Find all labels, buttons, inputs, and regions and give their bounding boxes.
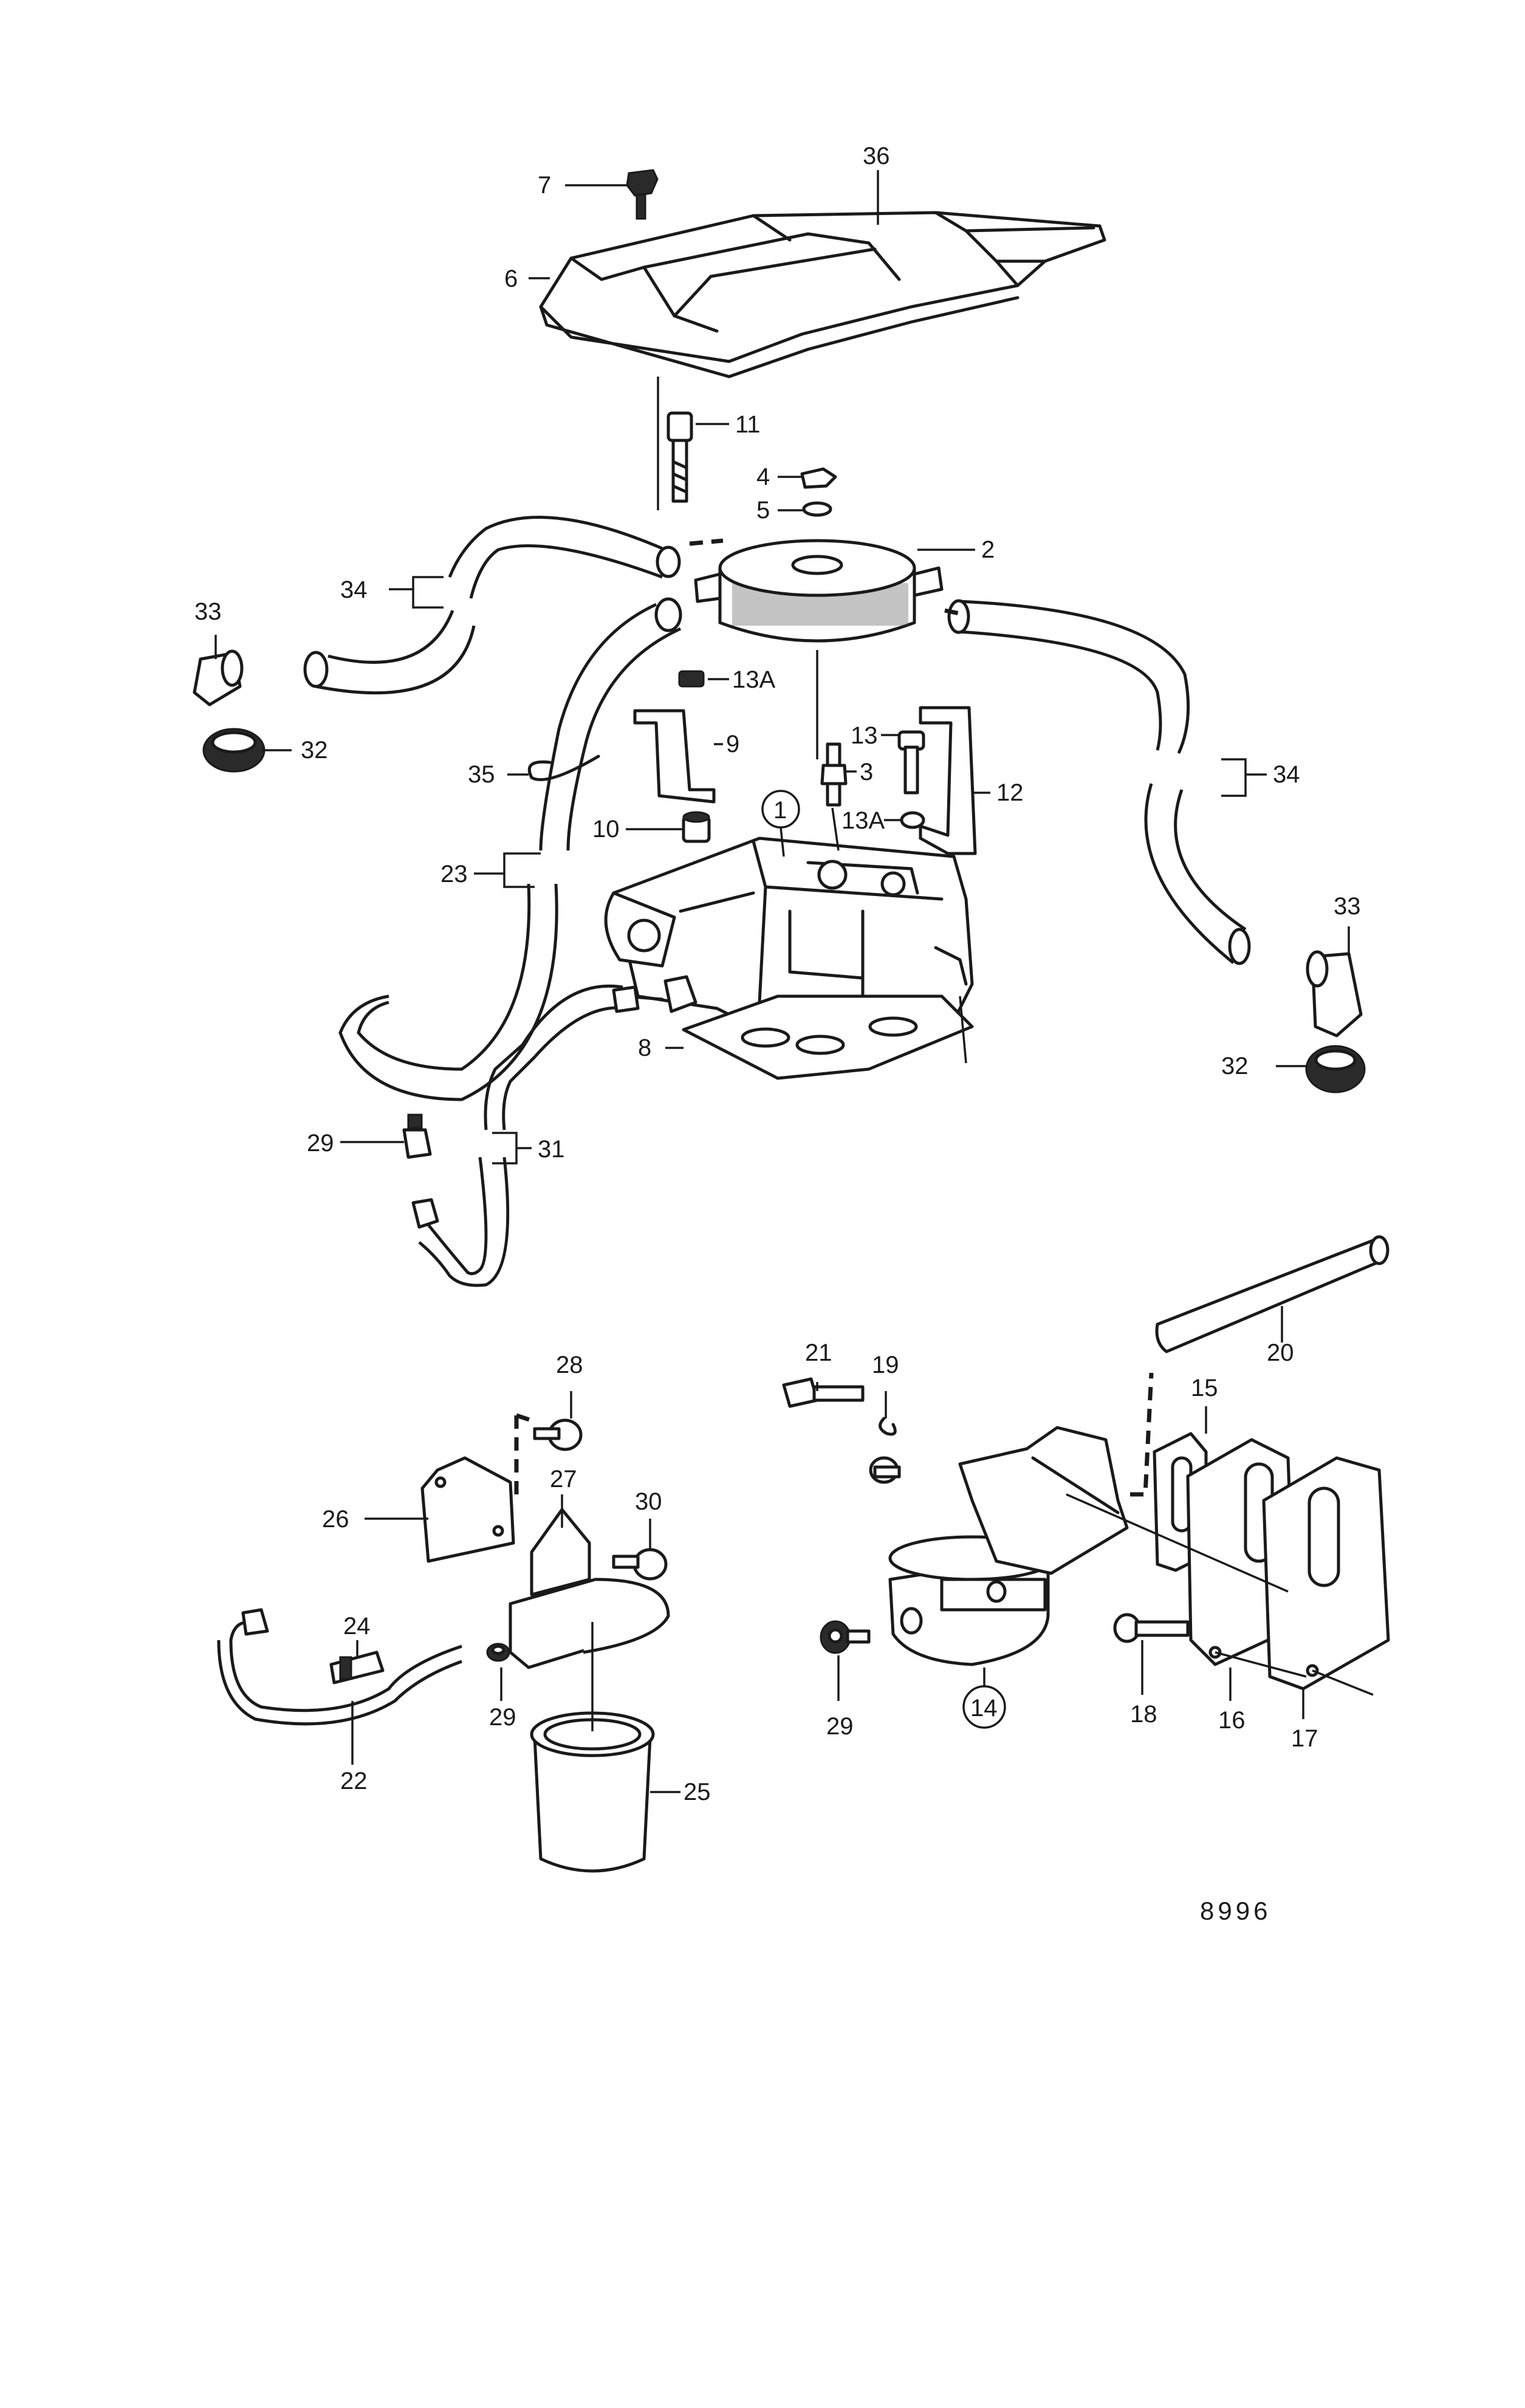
filter-nut: [486, 1643, 510, 1662]
callout-23: 23: [440, 861, 468, 888]
callout-32-right: 32: [1221, 1053, 1249, 1079]
pump-bolt: [782, 1377, 865, 1408]
spacer-lower: [900, 811, 925, 829]
pump-nut: [820, 1620, 871, 1654]
carburetor-gasket: [682, 994, 974, 1080]
elbow-fitting-left: [193, 649, 244, 706]
grommet-left: [202, 728, 266, 773]
carburetor: [604, 836, 974, 1047]
filter-fuel-line: [217, 1608, 462, 1726]
callout-36: 36: [863, 143, 890, 169]
callout-14-circled: 14: [962, 1685, 1006, 1729]
spacer-upper: [678, 670, 705, 688]
callout-15: 15: [1191, 1375, 1218, 1401]
callout-29-pump: 29: [826, 1713, 854, 1740]
callout-32-left: 32: [301, 737, 328, 764]
callout-19: 19: [872, 1352, 899, 1378]
callout-17: 17: [1291, 1725, 1318, 1752]
callout-labels: 7 36 6 11 4 5 2 34 33 32 13A 9 35 3 13 1…: [194, 143, 1361, 1805]
callout-16: 16: [1218, 1707, 1246, 1734]
callout-6: 6: [504, 265, 518, 292]
elbow-fitting-right: [1306, 950, 1363, 1038]
fuel-line-lower: [411, 1157, 510, 1287]
callout-24: 24: [343, 1613, 371, 1640]
vacuum-hose: [338, 597, 682, 1101]
callout-21: 21: [805, 1339, 832, 1366]
callout-13a-upper: 13A: [732, 666, 775, 693]
washer: [802, 501, 832, 517]
callout-34-right: 34: [1273, 761, 1300, 788]
callout-35: 35: [468, 761, 495, 788]
spacer-10: [682, 811, 711, 843]
callout-22: 22: [340, 1768, 368, 1794]
cover-bolt: [667, 411, 693, 503]
callout-33-left: 33: [194, 598, 222, 625]
crankcase-vent-hose-left: [303, 516, 681, 695]
callout-10: 10: [592, 816, 620, 843]
callout-31: 31: [538, 1136, 565, 1163]
cover-screw: [626, 169, 659, 220]
filter-screw-side: [612, 1548, 668, 1581]
filter-screw-upper: [533, 1418, 583, 1451]
grommet-right: [1305, 1045, 1366, 1093]
bracket-bolt: [897, 730, 925, 795]
pump-gasket-17: [1262, 1456, 1390, 1691]
callout-5: 5: [756, 497, 770, 524]
callout-26: 26: [322, 1506, 349, 1533]
fuel-pump: [888, 1426, 1129, 1666]
callout-20: 20: [1267, 1339, 1294, 1366]
callout-8: 8: [638, 1035, 651, 1061]
fuel-line-upper: [484, 975, 697, 1130]
bracket-left: [633, 709, 716, 804]
callout-9: 9: [726, 731, 739, 758]
callout-18: 18: [1130, 1701, 1157, 1728]
callout-1-circled: 1: [761, 790, 800, 857]
hose-clip: [527, 754, 600, 781]
callout-13: 13: [851, 722, 878, 749]
crankcase-vent-hose-right: [947, 599, 1251, 965]
stud: [820, 742, 848, 807]
diagram-reference-number: 8996: [1200, 1897, 1271, 1925]
callout-25: 25: [684, 1779, 711, 1805]
callout-27: 27: [550, 1466, 577, 1493]
air-cleaner-cover: [539, 211, 1106, 378]
push-rod: [1155, 1235, 1390, 1353]
bracket-right: [919, 706, 977, 855]
callout-13a-lower: 13A: [841, 807, 885, 834]
callout-4: 4: [756, 463, 770, 490]
callout-29-mid: 29: [489, 1704, 516, 1731]
callout-28: 28: [556, 1352, 583, 1378]
callout-34-left: 34: [340, 576, 368, 603]
filter-bracket: [509, 1508, 670, 1669]
callout-14: 14: [970, 1695, 998, 1722]
wing-nut: [800, 467, 837, 489]
filter-bowl: [530, 1711, 655, 1873]
leader-lines: [591, 377, 1374, 1731]
filter-bracket-plate: [420, 1456, 515, 1563]
callout-1: 1: [773, 797, 787, 824]
pump-clip: [879, 1417, 897, 1436]
callout-30: 30: [635, 1488, 662, 1515]
callout-leaders: [214, 170, 1350, 1793]
callout-29-upper: 29: [307, 1130, 334, 1157]
fuel-fitting-upper: [402, 1113, 432, 1159]
pump-bolt-18: [1113, 1613, 1190, 1643]
callout-12: 12: [996, 779, 1024, 806]
pump-fitting: [869, 1456, 901, 1484]
air-cleaner: [694, 539, 944, 643]
filter-fitting: [329, 1650, 385, 1685]
callout-2: 2: [981, 536, 995, 563]
callout-33-right: 33: [1334, 893, 1361, 920]
alignment-lines: [514, 538, 1154, 1497]
callout-7: 7: [538, 172, 551, 199]
callout-11: 11: [735, 411, 761, 438]
callout-3: 3: [860, 759, 873, 785]
